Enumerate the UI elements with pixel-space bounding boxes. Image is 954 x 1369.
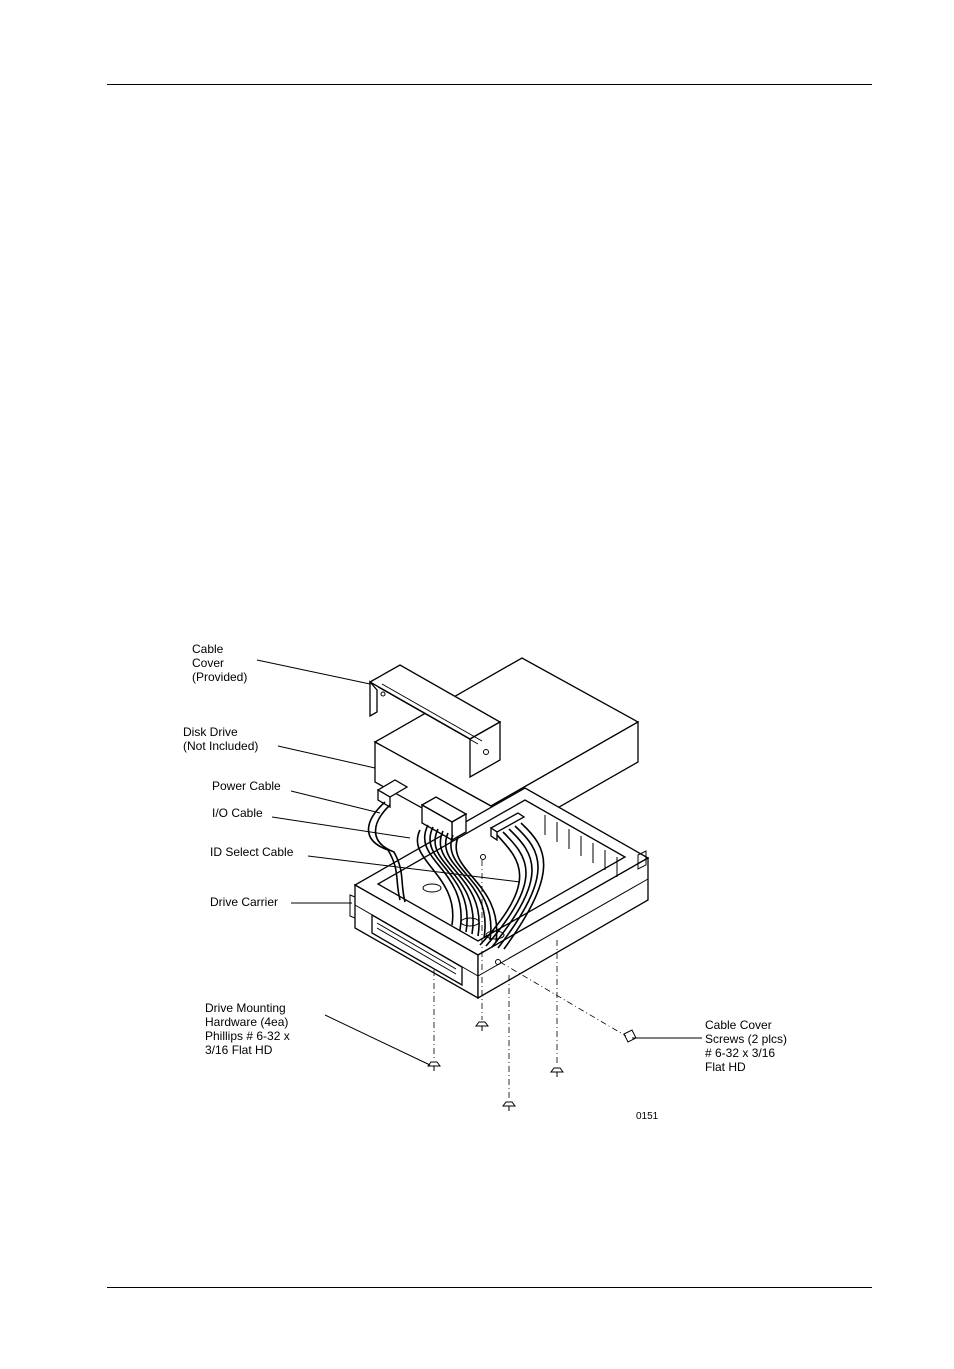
label-line: Hardware (4ea) [205, 1015, 288, 1029]
callout-cable-cover: Cable Cover (Provided) [192, 642, 247, 684]
label-line: # 6-32 x 3/16 [705, 1046, 775, 1060]
label-line: Screws (2 plcs) [705, 1032, 787, 1046]
label-line: Drive Mounting [205, 1001, 286, 1015]
label-line: ID Select Cable [210, 845, 294, 859]
label-line: Cable [192, 642, 224, 656]
label-line: Drive Carrier [210, 895, 278, 909]
label-line: Cover [192, 656, 224, 670]
label-line: I/O Cable [212, 806, 263, 820]
drive-carrier-illustration [350, 788, 648, 998]
callout-io-cable: I/O Cable [212, 806, 263, 820]
figure-number: 0151 [636, 1111, 659, 1122]
label-line: 3/16 Flat HD [205, 1043, 273, 1057]
label-line: Phillips # 6-32 x [205, 1029, 290, 1043]
callout-power-cable: Power Cable [212, 779, 281, 793]
label-line: (Provided) [192, 670, 247, 684]
label-line: Cable Cover [705, 1018, 772, 1032]
callout-drive-carrier: Drive Carrier [210, 895, 278, 909]
label-line: Flat HD [705, 1060, 746, 1074]
callout-id-select-cable: ID Select Cable [210, 845, 294, 859]
callout-cable-cover-screws: Cable Cover Screws (2 plcs) # 6-32 x 3/1… [705, 1018, 787, 1074]
callout-drive-mounting-hardware: Drive Mounting Hardware (4ea) Phillips #… [205, 1001, 290, 1057]
label-line: Disk Drive [183, 725, 238, 739]
callout-disk-drive: Disk Drive (Not Included) [183, 725, 258, 753]
label-line: (Not Included) [183, 739, 258, 753]
label-line: Power Cable [212, 779, 281, 793]
